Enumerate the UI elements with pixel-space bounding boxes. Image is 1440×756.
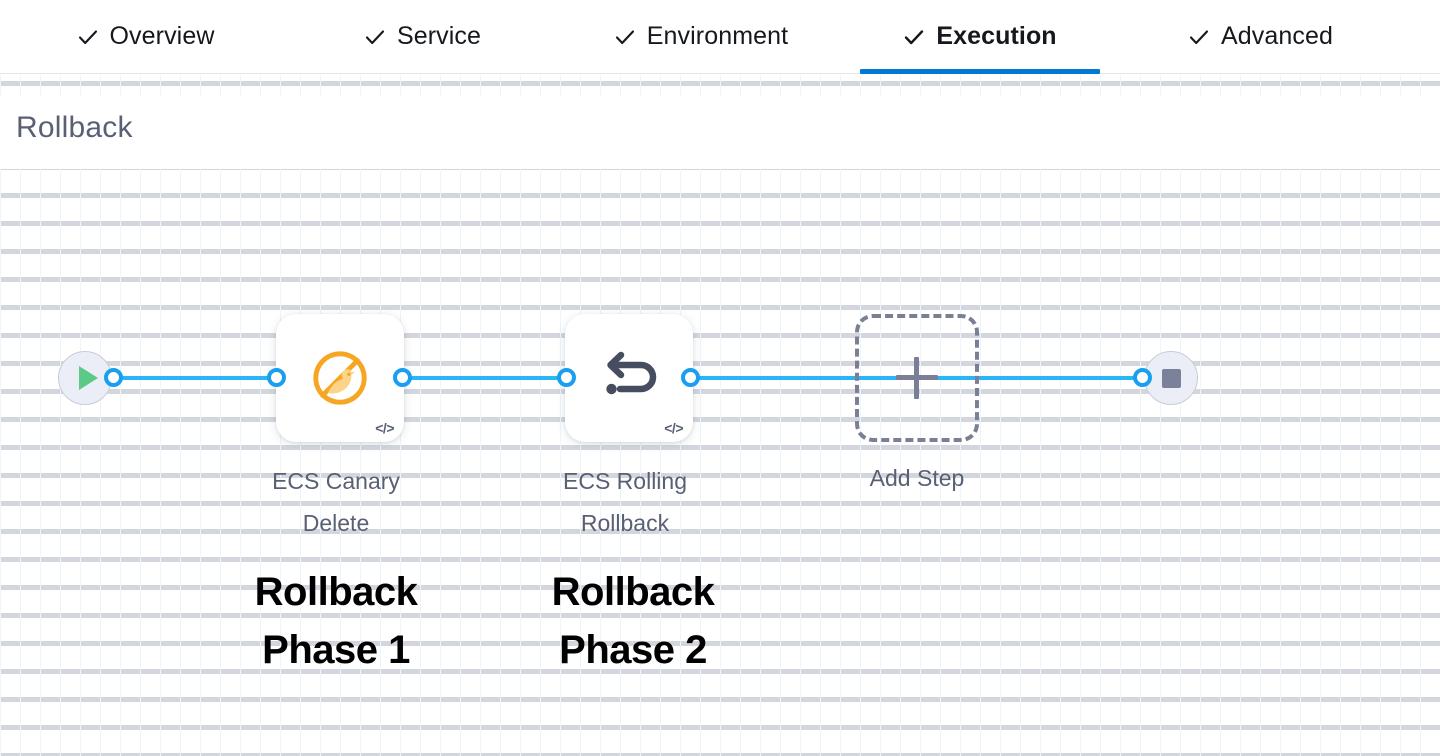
connector-line [686, 376, 976, 380]
wizard-tab-bar: Overview Service Environment [0, 0, 1440, 74]
title-strip [0, 97, 1440, 169]
step-node-ecs-rolling-rollback[interactable]: </> [565, 314, 693, 442]
play-icon [78, 366, 98, 390]
tab-label: Advanced [1221, 22, 1333, 50]
tab-label: Overview [109, 22, 215, 50]
annotation-rollback-phase-1: Rollback Phase 1 [254, 570, 418, 672]
tab-overview[interactable]: Overview [48, 0, 243, 74]
connector-dot[interactable] [104, 368, 123, 387]
connector-line [112, 376, 284, 380]
check-icon [364, 26, 386, 48]
step-label-ecs-canary-delete: ECS Canary Delete [272, 468, 400, 536]
add-step-button[interactable] [855, 314, 979, 442]
check-icon [903, 26, 925, 48]
tab-label: Service [396, 22, 482, 50]
ecs-canary-delete-icon [309, 347, 371, 409]
active-tab-indicator [860, 68, 1100, 74]
connector-line [396, 376, 572, 380]
stop-icon [1161, 368, 1181, 388]
code-badge-icon: </> [375, 420, 394, 436]
tab-label: Execution [936, 22, 1057, 50]
annotation-rollback-phase-2: Rollback Phase 2 [551, 570, 715, 672]
tab-execution[interactable]: Execution [860, 0, 1100, 74]
step-label-ecs-rolling-rollback: ECS Rolling Rollback [563, 468, 687, 536]
connector-dot[interactable] [393, 368, 412, 387]
rollback-arrow-icon [597, 349, 661, 407]
step-node-ecs-canary-delete[interactable]: </> [276, 314, 404, 442]
connector-dot[interactable] [557, 368, 576, 387]
tab-advanced[interactable]: Advanced [1158, 0, 1363, 74]
connector-dot[interactable] [267, 368, 286, 387]
tab-environment[interactable]: Environment [590, 0, 812, 74]
end-node[interactable] [1144, 351, 1198, 405]
pipeline-canvas[interactable]: Rollback [0, 75, 1440, 756]
tab-label: Environment [646, 22, 789, 50]
connector-dot[interactable] [1133, 368, 1152, 387]
rollback-pipeline-graph: </> </> [0, 75, 1440, 756]
check-icon [77, 26, 99, 48]
connector-dot[interactable] [681, 368, 700, 387]
code-badge-icon: </> [664, 420, 683, 436]
page-title: Rollback [16, 111, 133, 144]
plus-icon [896, 357, 938, 399]
check-icon [1188, 26, 1210, 48]
tab-service[interactable]: Service [335, 0, 510, 74]
add-step-label: Add Step [869, 465, 965, 491]
connector-line [976, 376, 1148, 380]
check-icon [614, 26, 636, 48]
